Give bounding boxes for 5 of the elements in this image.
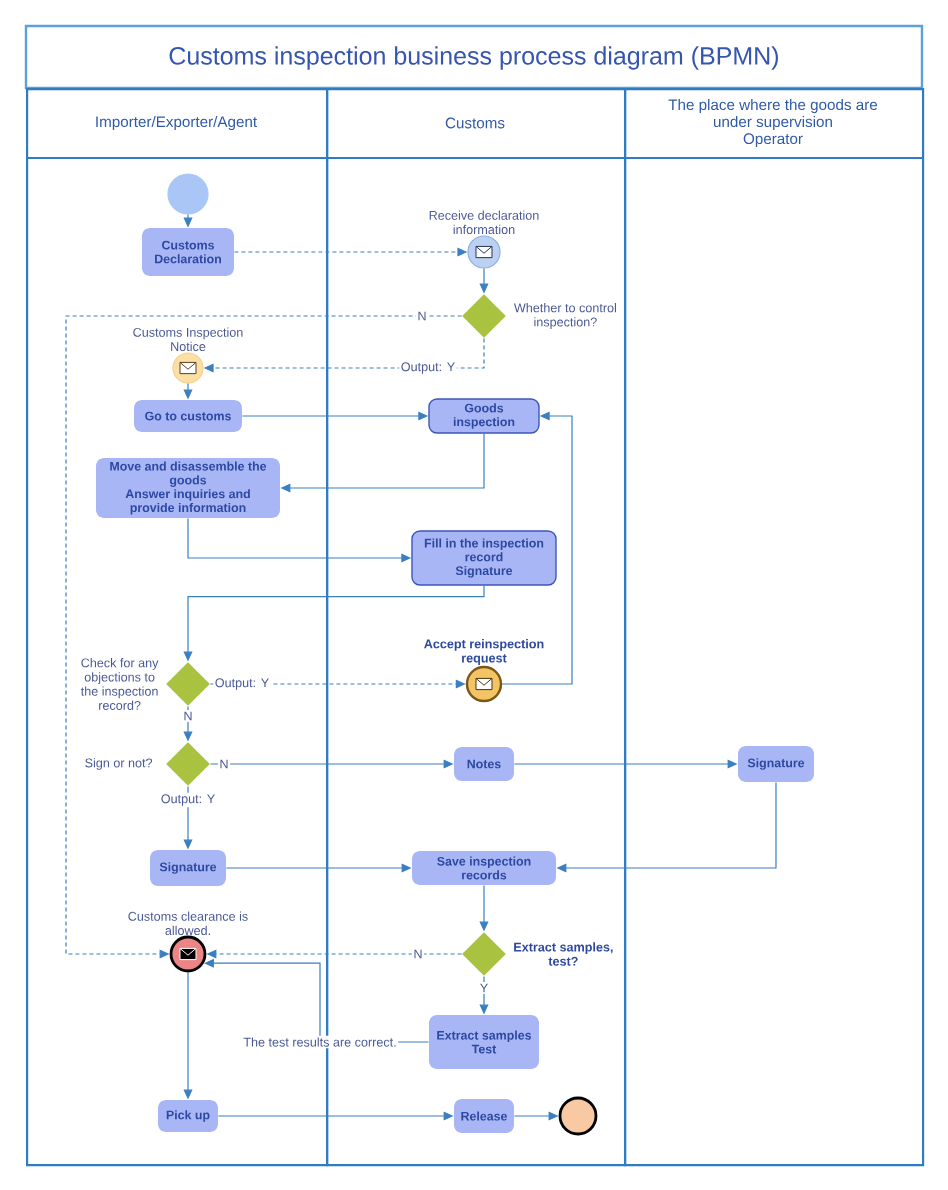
title-bar: Customs inspection business process diagram (BPMN) (24, 24, 924, 90)
arrow (65, 315, 463, 959)
start-event (167, 173, 209, 215)
end-event (558, 1096, 598, 1136)
arrow (501, 411, 573, 685)
